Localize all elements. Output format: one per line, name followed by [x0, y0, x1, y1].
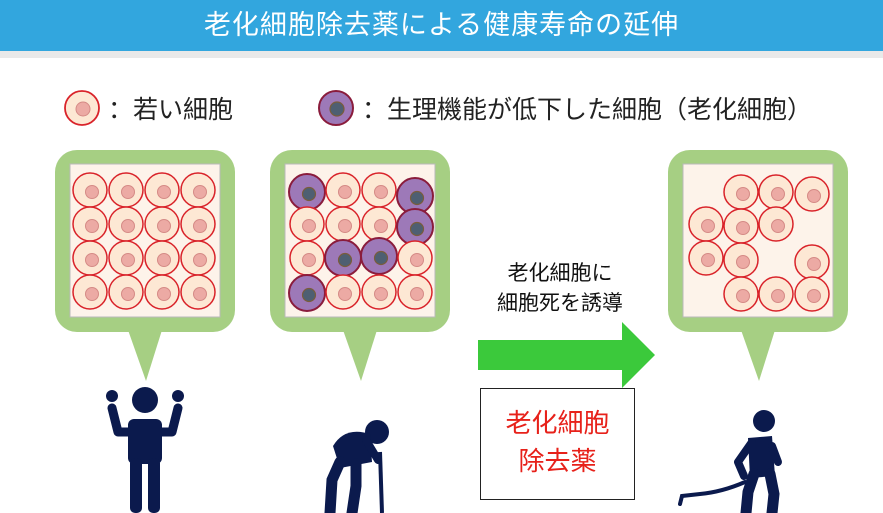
legend-senescent-label: ：生理機能が低下した細胞（老化細胞）	[362, 95, 813, 124]
young-cell-icon	[64, 90, 100, 126]
bubble-aged	[270, 150, 450, 381]
drug-label-line1: 老化細胞	[505, 409, 610, 439]
drug-box: 老化細胞 除去薬	[480, 388, 635, 500]
title-banner: 老化細胞除去薬による健康寿命の延伸	[0, 0, 883, 58]
bubble-young	[55, 150, 235, 381]
active-elderly-person-icon	[678, 410, 782, 513]
arrow-caption-line2: 細胞死を誘導	[497, 291, 623, 315]
arrow-caption-line1: 老化細胞に	[507, 261, 613, 285]
green-arrow	[478, 322, 655, 388]
senescent-cell-icon	[318, 90, 354, 126]
drug-label-line2: 除去薬	[518, 447, 597, 477]
bubble-after-treatment	[668, 150, 848, 381]
page-title: 老化細胞除去薬による健康寿命の延伸	[203, 10, 680, 41]
legend-young: ：若い細胞	[62, 88, 233, 128]
legend-senescent: ：生理機能が低下した細胞（老化細胞）	[316, 88, 812, 128]
legend-young-label: ：若い細胞	[108, 95, 234, 124]
elderly-person-icon	[324, 420, 389, 513]
healthy-person-icon	[106, 387, 184, 513]
arrow-caption: 老化細胞に 細胞死を誘導	[466, 258, 654, 318]
